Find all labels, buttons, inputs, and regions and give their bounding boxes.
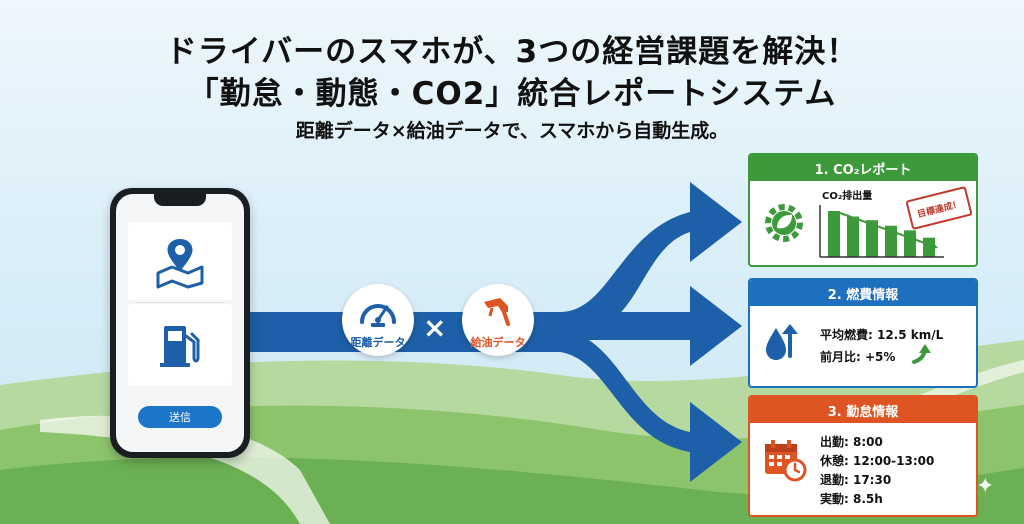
headline-system-name: 「勤怠・動態・CO2」統合レポートシステム <box>187 76 837 112</box>
arrow-head-top <box>690 182 742 262</box>
co2-bar <box>904 230 916 257</box>
co2-bar <box>828 211 840 257</box>
calendar-clock-icon <box>762 437 808 487</box>
smartphone: 送信 <box>110 188 250 458</box>
co2-report-header: 1. CO₂レポート <box>750 155 976 181</box>
fuel-nozzle-icon <box>462 292 534 332</box>
headline: ドライバーのスマホが、3つの経営課題を解決！ <box>165 34 859 70</box>
map-card <box>128 222 232 300</box>
road <box>40 415 330 524</box>
target-achieved-stamp: 目標達成！ <box>905 185 973 231</box>
distance-data-badge: 距離データ <box>342 284 414 356</box>
co2-bar <box>847 216 859 257</box>
fuel-data-badge: 給油データ <box>462 284 534 356</box>
arrow-head-bottom <box>690 402 742 482</box>
attendance-panel: 3. 勤怠情報 出勤: 8:00 休憩: 12:00-13:00 退勤: 17:… <box>748 395 978 517</box>
send-button[interactable]: 送信 <box>138 406 222 428</box>
fuel-data-label: 給油データ <box>470 336 526 349</box>
speedometer-icon <box>342 292 414 332</box>
average-fuel-economy: 平均燃費: 12.5 km/L <box>820 328 944 342</box>
month-over-month: 前月比: +5% <box>820 350 896 364</box>
co2-bar <box>866 220 878 257</box>
working-hours: 実動: 8.5h <box>820 492 883 506</box>
phone-notch <box>154 194 206 206</box>
clock-in-time: 出勤: 8:00 <box>820 435 883 449</box>
break-time: 休憩: 12:00-13:00 <box>820 454 935 468</box>
flow-branch-middle <box>560 312 700 340</box>
water-drop-arrow-icon <box>762 320 802 368</box>
distance-data-label: 距離データ <box>350 336 406 349</box>
fuel-card <box>128 304 232 386</box>
fuel-economy-panel: 2. 燃費情報 平均燃費: 12.5 km/L 前月比: +5% <box>748 278 978 388</box>
fuel-economy-header: 2. 燃費情報 <box>750 280 976 306</box>
attendance-header: 3. 勤怠情報 <box>750 397 976 423</box>
phone-screen: 送信 <box>116 194 244 452</box>
co2-bar-chart <box>819 205 944 258</box>
clock-out-time: 退勤: 17:30 <box>820 473 892 487</box>
up-arrow-icon <box>910 342 934 370</box>
fuel-pump-icon <box>128 304 232 386</box>
times-symbol: × <box>423 311 447 344</box>
co2-bar <box>885 225 897 257</box>
co2-report-panel: 1. CO₂レポート CO₂排出量 目標達成！ <box>748 153 978 267</box>
flow-branch-top <box>560 212 700 332</box>
arrow-head-middle <box>690 286 742 366</box>
card-divider <box>136 302 224 303</box>
gear-leaf-icon <box>760 199 808 251</box>
sparkle-icon: ✦ <box>976 474 995 499</box>
subtitle: 距離データ×給油データで、スマホから自動生成。 <box>295 120 729 142</box>
flow-branch-bottom <box>560 330 700 452</box>
map-pin-icon <box>128 222 232 300</box>
co2-chart-label: CO₂排出量 <box>822 191 873 202</box>
